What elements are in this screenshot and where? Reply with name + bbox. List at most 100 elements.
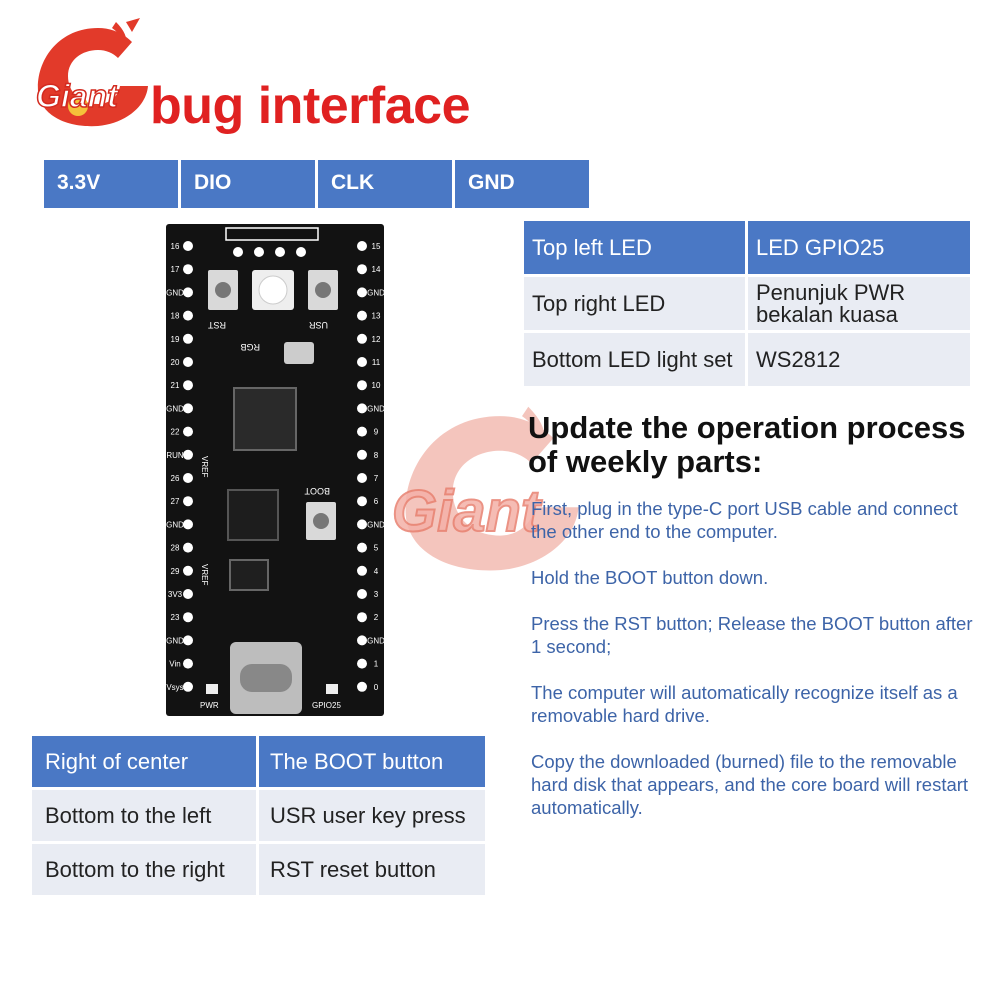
- pin-hole: [183, 658, 193, 669]
- step-text: Copy the downloaded (burned) file to the…: [531, 751, 969, 818]
- pin-hole: [183, 333, 193, 344]
- pin-label: 6: [374, 497, 379, 506]
- giant-logo: Giant: [28, 16, 168, 134]
- pin-label: 4: [374, 567, 379, 576]
- step-text: Press the RST button; Release the BOOT b…: [531, 613, 973, 657]
- pin-label: 9: [374, 428, 379, 437]
- pin-label: 12: [372, 335, 381, 344]
- pin-hole: [183, 496, 193, 507]
- pin-label: 3V3: [168, 590, 183, 599]
- pin-hole: [183, 380, 193, 391]
- pin-hole: [183, 542, 193, 553]
- pin-hole: [183, 681, 193, 692]
- pin-hole: [357, 612, 367, 623]
- pin-hole: [357, 658, 367, 669]
- pin-label: 23: [171, 613, 180, 622]
- pin-hole: [183, 635, 193, 646]
- logo-fish-icon: [37, 18, 149, 127]
- table-cell: Penunjuk PWR bekalan kuasa: [748, 277, 970, 330]
- pin-hole: [357, 496, 367, 507]
- pin-hole: [183, 519, 193, 530]
- table-row: Top left LED LED GPIO25: [524, 221, 970, 274]
- pin-label: GND: [166, 520, 184, 529]
- pin-label: GND: [166, 288, 184, 297]
- step-text: Hold the BOOT button down.: [531, 567, 769, 588]
- pin-label: 18: [171, 312, 180, 321]
- pin-hole: [357, 542, 367, 553]
- pin-label: 28: [171, 544, 180, 553]
- pin-label: GND: [367, 520, 384, 529]
- pin-hole: [183, 473, 193, 483]
- pin-hole: [357, 449, 367, 460]
- pin-label: 22: [171, 428, 180, 437]
- pin-hole: [357, 473, 367, 483]
- pin-hole: [357, 357, 367, 367]
- pin-label: 29: [171, 567, 180, 576]
- pin-label: 15: [372, 242, 381, 251]
- pin-hole: [357, 310, 367, 321]
- pin-label: Vin: [169, 660, 180, 669]
- pin-hole: [183, 357, 193, 367]
- pin-label: 20: [171, 358, 180, 367]
- pin-hole: [357, 635, 367, 646]
- pin-label: 27: [171, 497, 180, 506]
- pin-hole: [357, 519, 367, 530]
- pin-hole: [183, 589, 193, 599]
- pwr-label: PWR: [200, 701, 219, 710]
- page-title: bug interface: [150, 77, 471, 135]
- table-cell: Bottom LED light set: [524, 333, 745, 386]
- rst-label: RST: [207, 320, 226, 330]
- pin-cell: 3.3V: [44, 158, 178, 208]
- pin-label: GND: [166, 404, 184, 413]
- table-row: Top right LED Penunjuk PWR bekalan kuasa: [524, 277, 970, 330]
- pin-label: 14: [372, 265, 381, 274]
- pin-hole: [357, 380, 367, 391]
- pin-hole: [357, 681, 367, 692]
- pin-label: 2: [374, 613, 379, 622]
- pin-label: 19: [171, 335, 180, 344]
- table-cell: LED GPIO25: [748, 221, 970, 274]
- pin-hole: [357, 264, 367, 275]
- gpio25-label: GPIO25: [312, 701, 341, 710]
- step-text: The computer will automatically recogniz…: [531, 682, 958, 726]
- pin-label: GND: [367, 404, 384, 413]
- table-row: Bottom LED light set WS2812: [524, 333, 970, 386]
- boot-label: BOOT: [304, 486, 330, 496]
- pin-label: RUN: [166, 451, 184, 460]
- table-row: Right of center The BOOT button: [32, 736, 485, 787]
- table-cell: WS2812: [748, 333, 970, 386]
- watermark-fish-icon: [390, 385, 610, 595]
- led-table: Top left LED LED GPIO25 Top right LED Pe…: [521, 218, 973, 389]
- pin-label: 16: [171, 242, 180, 251]
- table-cell: Bottom to the left: [32, 790, 256, 841]
- update-steps: First, plug in the type-C port USB cable…: [531, 497, 981, 842]
- pin-label: 10: [372, 381, 381, 390]
- pin-hole: [357, 287, 367, 298]
- pin-hole: [183, 565, 193, 576]
- pin-label: 26: [171, 474, 180, 483]
- logo-text: Giant: [35, 77, 118, 115]
- pin-label: GND: [367, 636, 384, 645]
- pin-label: 17: [171, 265, 180, 274]
- pin-label: 11: [372, 358, 381, 367]
- pin-label: GND: [367, 288, 384, 297]
- table-cell: USR user key press: [259, 790, 485, 841]
- pin-hole: [357, 403, 367, 414]
- pin-label: 1: [374, 660, 379, 669]
- pin-hole: [357, 333, 367, 344]
- table-cell: The BOOT button: [259, 736, 485, 787]
- pin-hole: [183, 310, 193, 321]
- pin-hole: [357, 426, 367, 437]
- pin-cell: CLK: [318, 158, 452, 208]
- table-cell: Top right LED: [524, 277, 745, 330]
- pin-label: 3: [374, 590, 379, 599]
- debug-pin-table: 3.3V DIO CLK GND: [44, 158, 592, 208]
- rgb-label: RGB: [240, 342, 260, 352]
- pin-cell: DIO: [181, 158, 315, 208]
- pin-cell: GND: [455, 158, 589, 208]
- pin-hole: [183, 241, 193, 251]
- pin-hole: [183, 403, 193, 414]
- pin-hole: [357, 589, 367, 599]
- pin-label: 8: [374, 451, 379, 460]
